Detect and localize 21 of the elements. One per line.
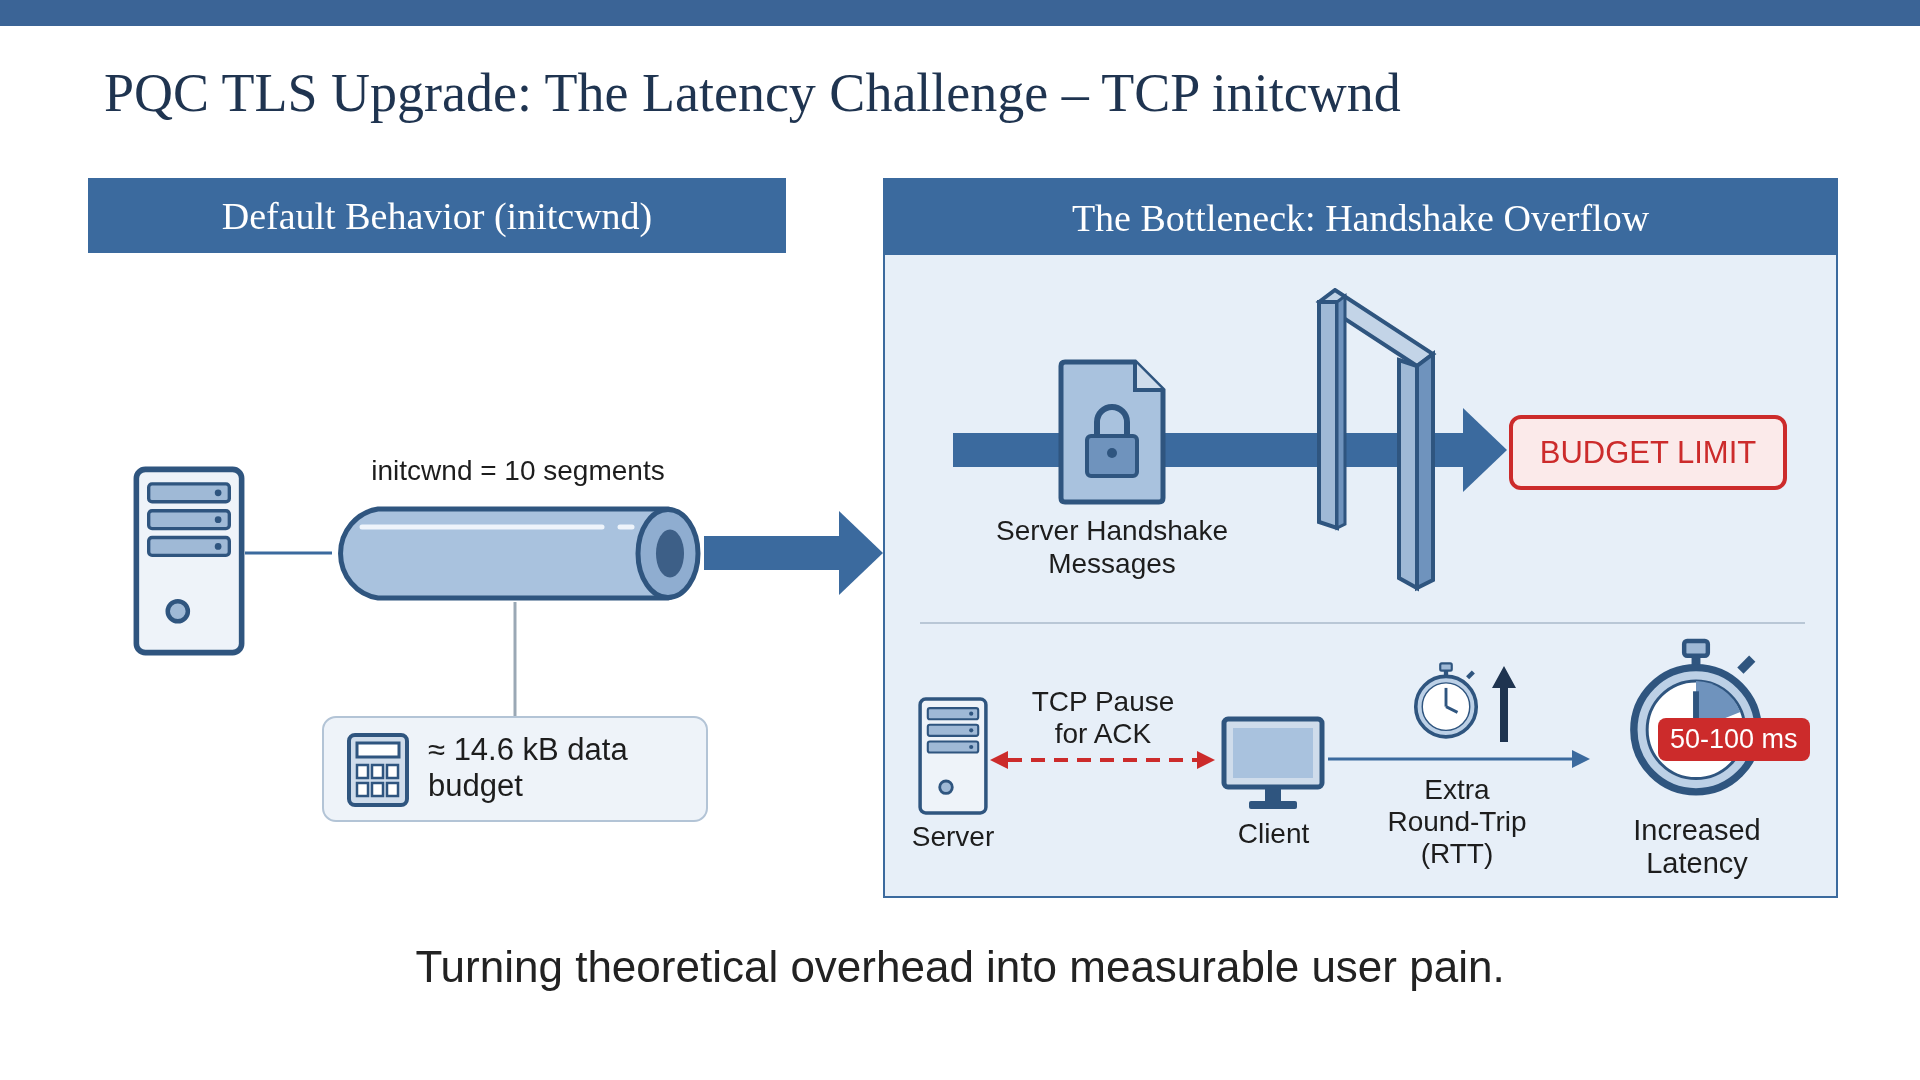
- panel-header: The Bottleneck: Handshake Overflow: [885, 180, 1836, 255]
- time-badge: 50-100 ms: [1658, 718, 1810, 761]
- header-bar: [0, 0, 1920, 26]
- arrow: [990, 751, 1215, 769]
- arrow: [1328, 750, 1590, 768]
- panel: [883, 178, 1838, 898]
- header-band: [88, 178, 786, 253]
- node-caption: Server: [910, 821, 996, 853]
- node-caption: Client: [1236, 818, 1311, 850]
- connector-line: [245, 551, 332, 555]
- node-caption: Increased Latency: [1632, 814, 1762, 880]
- section-heading: Default Behavior (initcwnd): [221, 193, 653, 238]
- caption: Turning theoretical overhead into measurable user pain.: [414, 942, 1506, 992]
- budget-box: [322, 716, 708, 822]
- budget-text: ≈ 14.6 kB data budget: [428, 732, 629, 804]
- warning-label: BUDGET LIMIT: [1509, 415, 1787, 490]
- message-caption: Server Handshake Messages: [995, 514, 1229, 580]
- connector-line: [513, 602, 517, 716]
- pipe-label: initcwnd = 10 segments: [370, 455, 666, 488]
- title: PQC TLS Upgrade: The Latency Challenge – TCP initcwnd: [104, 62, 1401, 124]
- block-arrow: [704, 511, 883, 595]
